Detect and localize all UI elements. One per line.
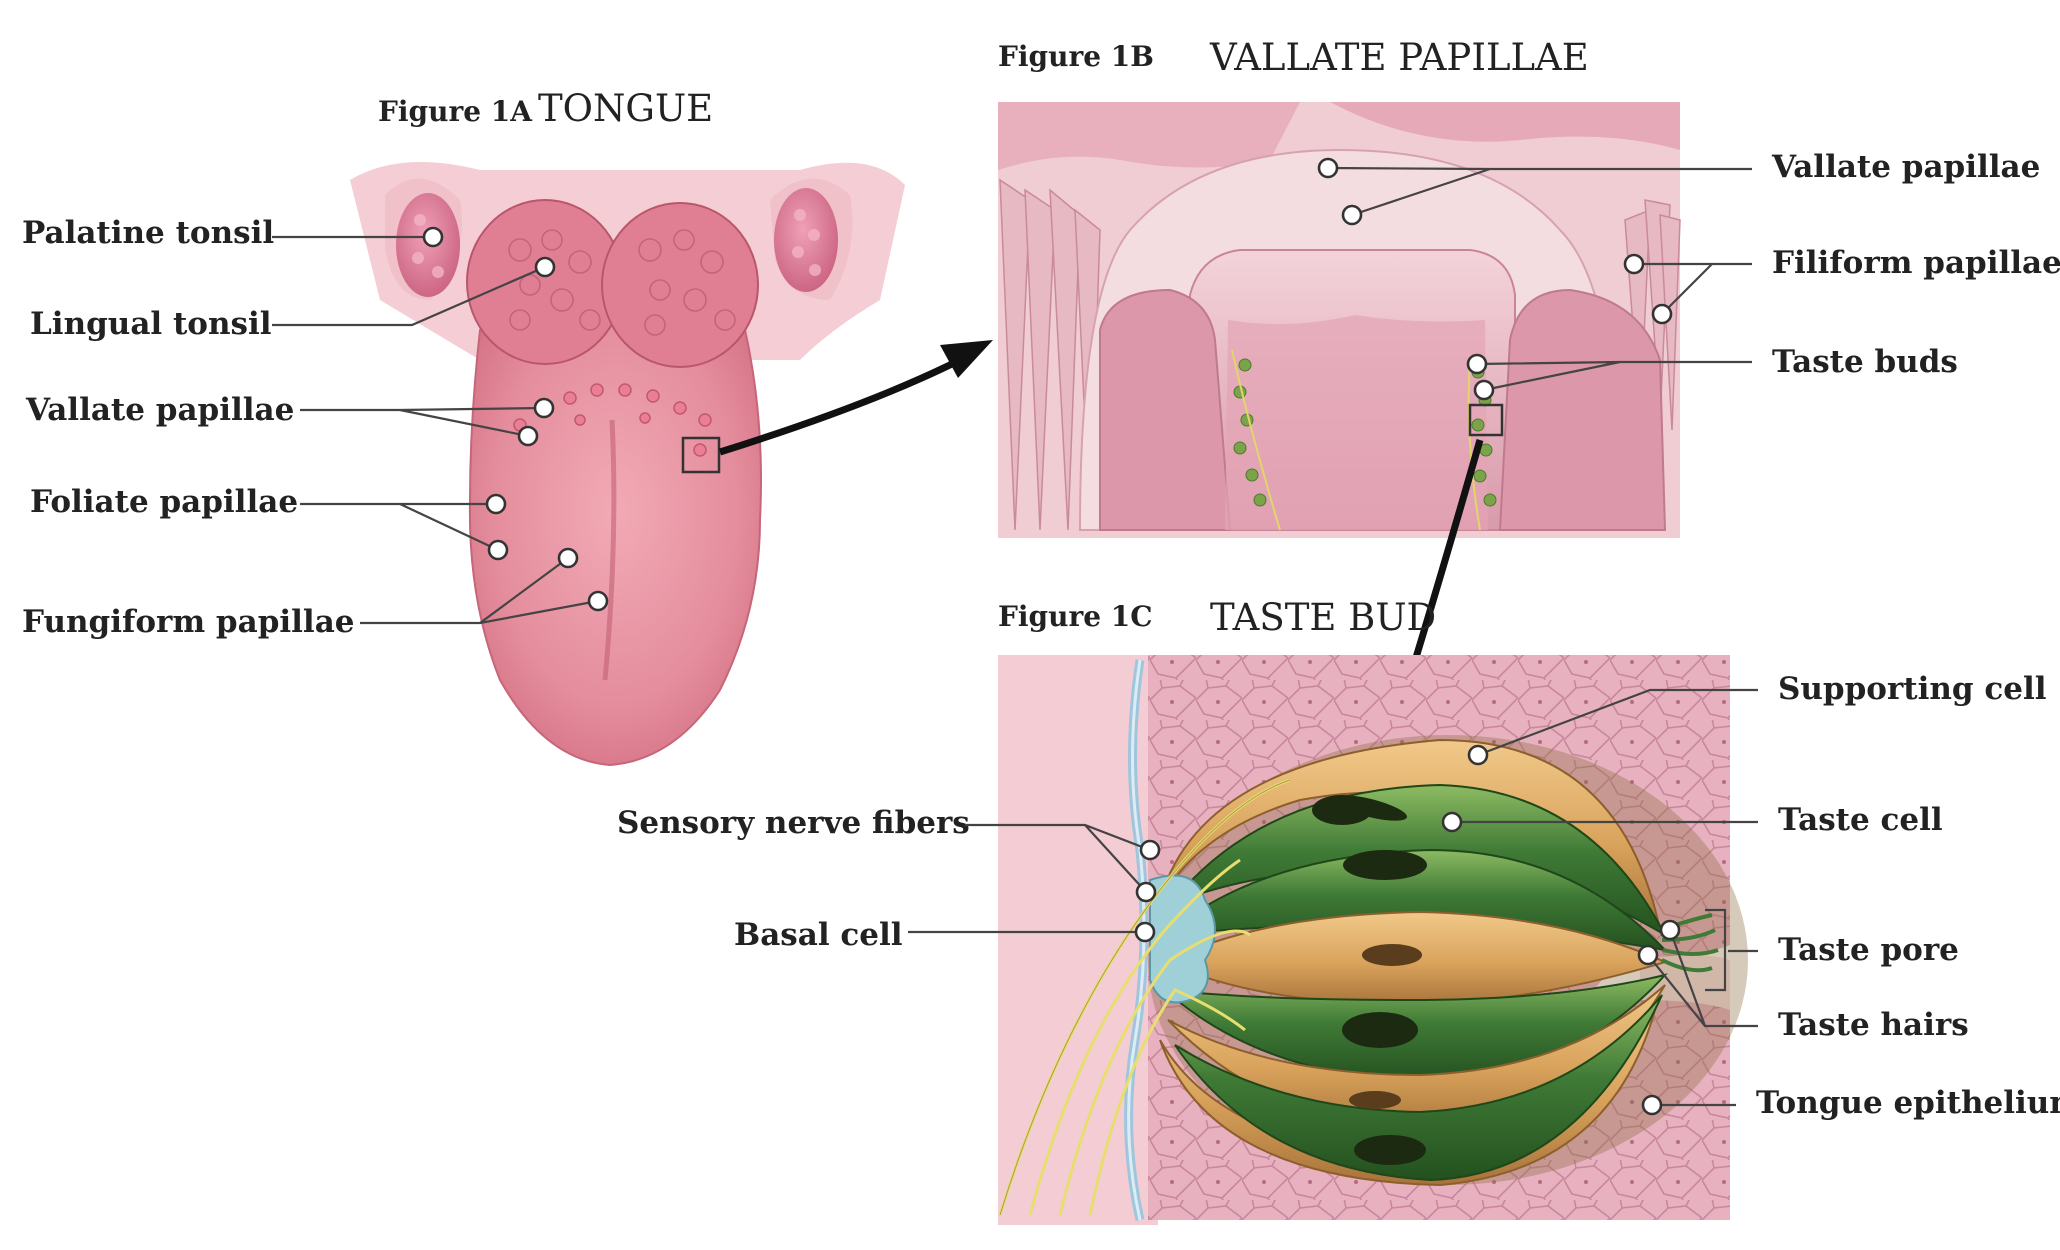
figure-1c: Figure 1C TASTE BUD <box>617 596 2060 1225</box>
figure-1b-tag: Figure 1B <box>998 40 1154 73</box>
label-palatine-tonsil: Palatine tonsil <box>22 215 274 251</box>
figure-1a-title: TONGUE <box>538 87 713 130</box>
figure-1a: Figure 1A TONGUE <box>22 87 993 767</box>
figure-1b: Figure 1B VALLATE PAPILLAE <box>998 36 2060 760</box>
marker-dots-1a <box>422 226 609 612</box>
marker-dots-1b <box>1317 157 1673 401</box>
label-taste-buds-1b: Taste buds <box>1772 344 1958 380</box>
leaders-1b <box>1327 166 1752 392</box>
figure-1c-title: TASTE BUD <box>1210 596 1436 639</box>
vallate-papillae-illustration <box>998 102 1681 538</box>
label-filiform-papillae: Filiform papillae <box>1772 245 2060 281</box>
label-lingual-tonsil: Lingual tonsil <box>30 306 272 342</box>
label-taste-cell: Taste cell <box>1778 802 1943 838</box>
leaders-1c <box>908 688 1758 1107</box>
taste-bud-illustration <box>998 655 1748 1225</box>
label-taste-pore: Taste pore <box>1778 932 1959 968</box>
label-tongue-epithelium: Tongue epithelium <box>1756 1085 2060 1121</box>
tongue-illustration <box>350 162 905 767</box>
label-sensory-nerve-fibers: Sensory nerve fibers <box>617 805 970 841</box>
figure-1c-tag: Figure 1C <box>998 600 1153 633</box>
label-basal-cell: Basal cell <box>734 917 903 953</box>
leaders-1a <box>272 235 599 625</box>
label-supporting-cell: Supporting cell <box>1778 671 2047 707</box>
label-fungiform-papillae: Fungiform papillae <box>22 604 355 640</box>
label-vallate-papillae-1a: Vallate papillae <box>25 392 294 428</box>
label-vallate-papillae-1b: Vallate papillae <box>1771 149 2040 185</box>
label-taste-hairs: Taste hairs <box>1778 1007 1969 1043</box>
label-foliate-papillae: Foliate papillae <box>30 484 298 520</box>
zoom-arrowhead-1b <box>940 340 993 378</box>
zoom-arrow-1a-to-1b <box>718 356 962 456</box>
figure-1a-tag: Figure 1A <box>378 95 533 128</box>
marker-dots-1c <box>1134 744 1681 1116</box>
figure-1b-title: VALLATE PAPILLAE <box>1209 36 1589 79</box>
